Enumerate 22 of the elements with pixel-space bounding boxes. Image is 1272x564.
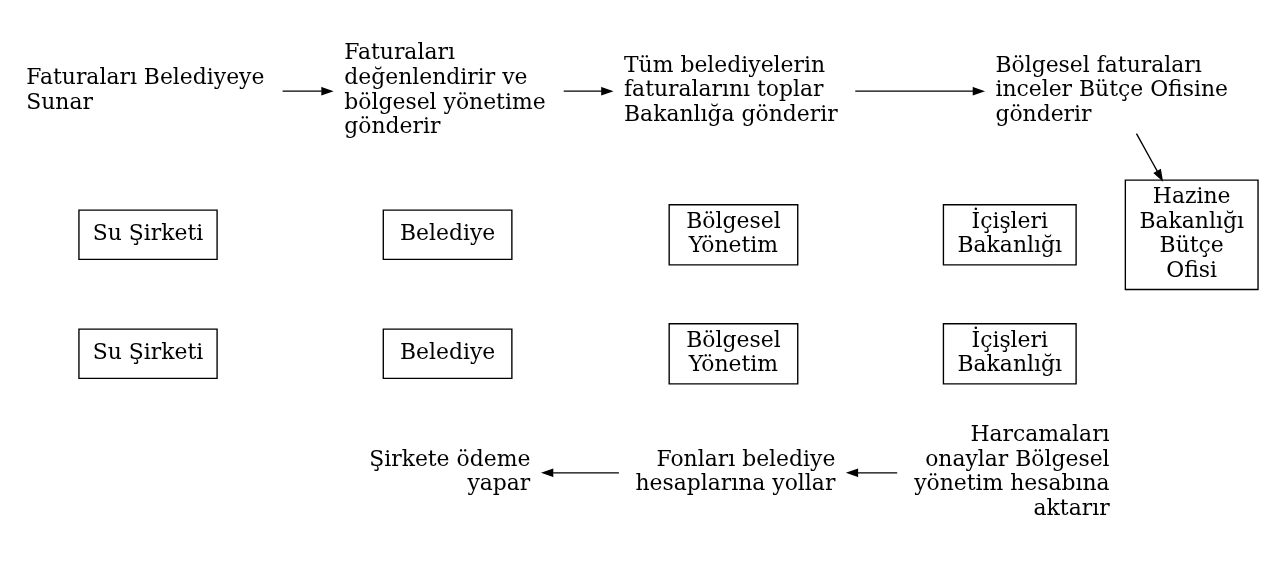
node-text: Fonları belediye hesaplarına yollar: [635, 445, 836, 496]
node-box: Su Şirketi: [78, 209, 218, 261]
node-text: Bölgesel faturaları inceler Bütçe Ofisine gönderir: [995, 51, 1228, 126]
arrow: [563, 86, 614, 96]
node-text: Tüm belediyelerin faturalarını toplar Bakanlığa gönderir: [624, 51, 838, 126]
node-box: İçişleri Bakanlığı: [942, 204, 1077, 266]
node-text: Faturaları Belediyeye Sunar: [26, 64, 265, 114]
node-text: Faturaları değenlendirir ve bölgesel yönetime gönderir: [344, 39, 546, 139]
node-box: Su Şirketi: [78, 328, 218, 380]
node-box: Bölgesel Yönetim: [668, 204, 799, 266]
node-box: Hazine Bakanlığı Bütçe Ofisi: [1124, 179, 1259, 291]
node-text: Harcamaları onaylar Bölgesel yönetim hesabına aktarır: [914, 421, 1110, 520]
node-box: Belediye: [382, 328, 513, 380]
node-text: Şirkete ödeme yapar: [369, 445, 531, 496]
arrow: [854, 86, 986, 96]
node-box: Belediye: [382, 209, 513, 261]
node-box: Bölgesel Yönetim: [668, 323, 799, 385]
arrow: [540, 468, 620, 478]
arrow: [845, 468, 898, 478]
arrow: [1135, 133, 1164, 182]
arrow: [281, 86, 334, 96]
node-box: İçişleri Bakanlığı: [942, 323, 1077, 385]
